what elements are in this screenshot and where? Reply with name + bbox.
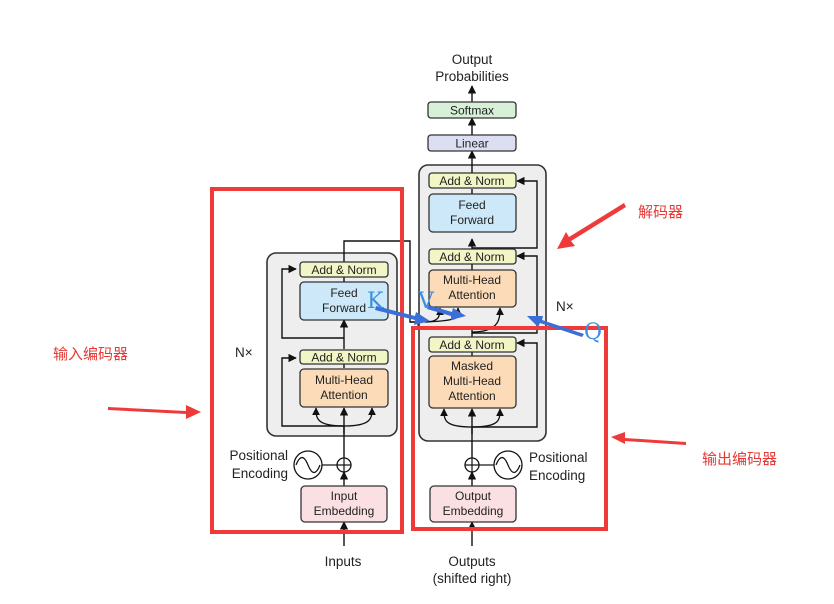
encoder-attention-line1: Multi-Head: [315, 373, 373, 387]
decoder-feed-forward-line2: Forward: [450, 213, 494, 227]
decoder-chinese-label: 解码器: [638, 203, 683, 221]
decoder-output-embedding-line1: Output: [455, 489, 492, 503]
decoder-attention-line1: Multi-Head: [443, 273, 501, 287]
decoder-masked-attention-line3: Attention: [448, 389, 495, 403]
output-encoder-chinese-label: 输出编码器: [702, 450, 777, 468]
decoder-add-norm-3-box: [428, 172, 517, 189]
encoder-inputs-label: Inputs: [325, 554, 362, 569]
output-probabilities-line1: Output: [452, 52, 493, 67]
output-encoder-label-arrow: [611, 432, 686, 445]
encoder-label-arrow: [108, 405, 201, 419]
decoder-add-norm-3-label: Add & Norm: [439, 174, 504, 188]
encoder-chinese-label: 输入编码器: [53, 345, 128, 363]
decoder-nx-label: N×: [556, 299, 574, 314]
decoder-feed-forward-box: [428, 193, 517, 233]
decoder-output-embedding-line2: Embedding: [443, 504, 504, 518]
q-arrow: [527, 316, 584, 337]
encoder-input-embedding-box: [300, 485, 388, 523]
encoder-feed-forward-box: [299, 281, 389, 321]
encoder-attention-box: [299, 368, 389, 408]
decoder-output-embedding-box: [429, 485, 517, 523]
softmax-label: Softmax: [450, 104, 494, 118]
linear-label: Linear: [455, 137, 488, 151]
encoder-input-embedding-line1: Input: [331, 489, 358, 503]
decoder-add-norm-2-box: [428, 248, 517, 265]
v-label: V: [417, 289, 435, 314]
encoder-positional-encoding-line1: Positional: [229, 448, 288, 463]
output-encoder-highlight-box: [411, 326, 608, 531]
encoder-add-norm-1-box: [299, 349, 389, 365]
decoder-outputs-line2: (shifted right): [433, 571, 512, 586]
encoder-stack: [266, 252, 398, 437]
encoder-add-norm-2-label: Add & Norm: [311, 263, 376, 277]
decoder-add-norm-2-label: Add & Norm: [439, 250, 504, 264]
encoder-highlight-box: [210, 187, 404, 534]
linear-box: [427, 134, 517, 152]
decoder-masked-attention-line1: Masked: [451, 359, 493, 373]
encoder-positional-encoding-line2: Encoding: [232, 466, 288, 481]
decoder-add-norm-1-label: Add & Norm: [439, 338, 504, 352]
decoder-outputs-line1: Outputs: [448, 554, 496, 569]
decoder-positional-encoding-line2: Encoding: [529, 468, 585, 483]
decoder-label-arrow: [557, 203, 626, 249]
decoder-masked-attention-line2: Multi-Head: [443, 374, 501, 388]
encoder-add-norm-2-box: [299, 261, 389, 278]
decoder-add-norm-1-box: [428, 336, 517, 353]
q-label: Q: [584, 320, 602, 345]
k-arrow: [375, 306, 430, 325]
v-arrow: [427, 305, 466, 320]
encoder-input-embedding-line2: Embedding: [314, 504, 375, 518]
decoder-attention-line2: Attention: [448, 288, 495, 302]
softmax-box: [427, 101, 517, 119]
decoder-feed-forward-line1: Feed: [458, 198, 485, 212]
decoder-attention-box: [428, 269, 517, 308]
encoder-attention-line2: Attention: [320, 388, 367, 402]
k-label: K: [367, 289, 384, 314]
output-probabilities-line2: Probabilities: [435, 69, 509, 84]
encoder-feed-forward-line1: Feed: [330, 286, 357, 300]
encoder-feed-forward-line2: Forward: [322, 301, 366, 315]
encoder-add-norm-1-label: Add & Norm: [311, 351, 376, 365]
decoder-masked-attention-box: [428, 355, 517, 409]
encoder-nx-label: N×: [235, 345, 253, 360]
decoder-positional-encoding-line1: Positional: [529, 450, 588, 465]
